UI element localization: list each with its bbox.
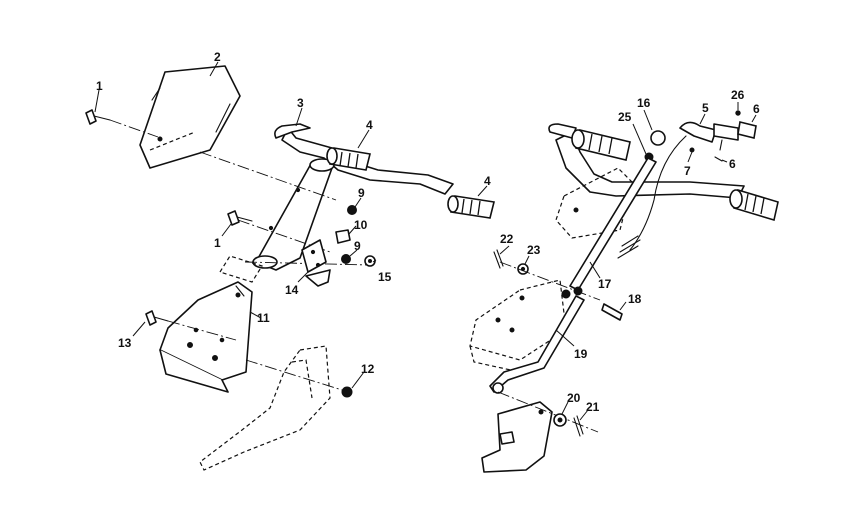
callout-22: 22 [500, 232, 514, 246]
part-pin-21 [573, 415, 584, 437]
part-mount-bracket [159, 281, 253, 393]
leader-lines [94, 61, 757, 421]
part-bolt-upper [85, 109, 159, 138]
part-grip-right-upper [571, 129, 631, 161]
callout-13: 13 [118, 336, 132, 350]
part-grip-lower [447, 195, 495, 219]
part-grip-upper [326, 147, 371, 171]
part-spacer [335, 229, 351, 244]
callout-14: 14 [285, 283, 299, 297]
callout-16: 16 [637, 96, 651, 110]
callout-2: 2 [214, 50, 221, 64]
callout-4-lower: 4 [484, 174, 491, 188]
part-bolt-13 [145, 310, 237, 341]
callout-19: 19 [574, 347, 588, 361]
part-bolt-lower [227, 210, 253, 226]
callout-11: 11 [257, 311, 270, 325]
callout-3: 3 [297, 96, 304, 110]
part-control-cable [617, 135, 687, 259]
part-grip-right-lower [729, 188, 779, 222]
axis-line-1 [199, 151, 337, 201]
callout-6-upper: 6 [753, 102, 760, 116]
part-washer-20 [553, 413, 567, 427]
callout-7: 7 [684, 164, 691, 178]
axis-line-right-1 [499, 261, 601, 301]
part-knob [650, 130, 666, 146]
callout-20: 20 [567, 391, 581, 405]
callout-15: 15 [378, 270, 392, 284]
callout-17: 17 [598, 277, 612, 291]
callout-labels: 1 2 3 4 4 9 10 1 9 15 14 11 13 12 16 25 … [96, 50, 760, 414]
part-control-lever [679, 121, 757, 151]
callout-26: 26 [731, 88, 745, 102]
callout-10: 10 [354, 218, 368, 232]
callout-1-upper: 1 [96, 79, 103, 93]
guide-box [219, 255, 263, 283]
part-washer [364, 255, 376, 267]
callout-1-lower: 1 [214, 236, 221, 250]
part-nut-12 [245, 359, 353, 398]
callout-12: 12 [361, 362, 375, 376]
part-nut-lower [341, 254, 351, 264]
part-bracket-clip [301, 239, 331, 287]
callout-9-upper: 9 [358, 186, 365, 200]
callout-6-lower: 6 [729, 157, 736, 171]
part-shield-plate [139, 65, 241, 169]
part-spring-pin [493, 249, 504, 269]
part-handlebar [252, 123, 454, 271]
part-nut-upper [347, 205, 357, 215]
frame-reference [199, 345, 331, 471]
part-shift-bracket [481, 391, 599, 473]
part-pin-18 [561, 286, 623, 321]
callout-5: 5 [702, 101, 709, 115]
callout-4-upper: 4 [366, 118, 373, 132]
part-shift-link [489, 295, 585, 394]
callout-21: 21 [586, 400, 600, 414]
callout-18: 18 [628, 292, 642, 306]
callout-9-lower: 9 [354, 239, 361, 253]
part-mount-bracket-right [469, 279, 567, 373]
callout-23: 23 [527, 243, 541, 257]
callout-25: 25 [618, 110, 632, 124]
